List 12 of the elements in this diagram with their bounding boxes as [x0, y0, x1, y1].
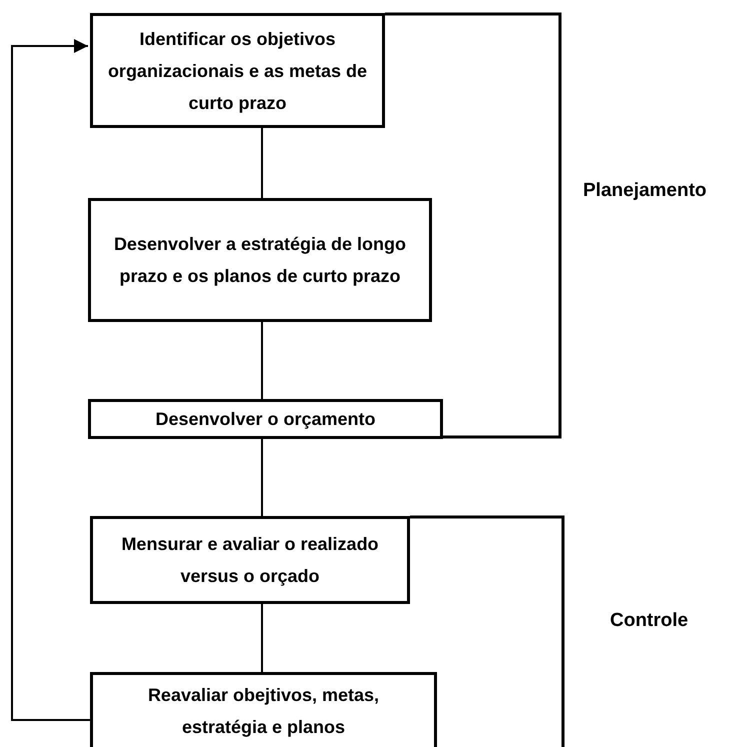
- feedback-arrow: [11, 39, 90, 721]
- section-label: Planejamento: [583, 180, 707, 202]
- connector-line: [261, 604, 263, 672]
- process-box: Identificar os objetivos organizacionais e as metas de curto prazo: [90, 13, 385, 128]
- process-box: Desenvolver o orçamento: [88, 399, 443, 439]
- connector-line: [261, 439, 263, 516]
- process-box: Mensurar e avaliar o realizado versus o orçado: [90, 516, 410, 604]
- section-label: Controle: [610, 610, 688, 632]
- connector-line: [261, 128, 263, 198]
- connector-line: [261, 322, 263, 399]
- process-box: Reavaliar obejtivos, metas, estratégia e planos: [90, 672, 437, 747]
- process-box: Desenvolver a estratégia de longo prazo e os planos de curto prazo: [88, 198, 432, 322]
